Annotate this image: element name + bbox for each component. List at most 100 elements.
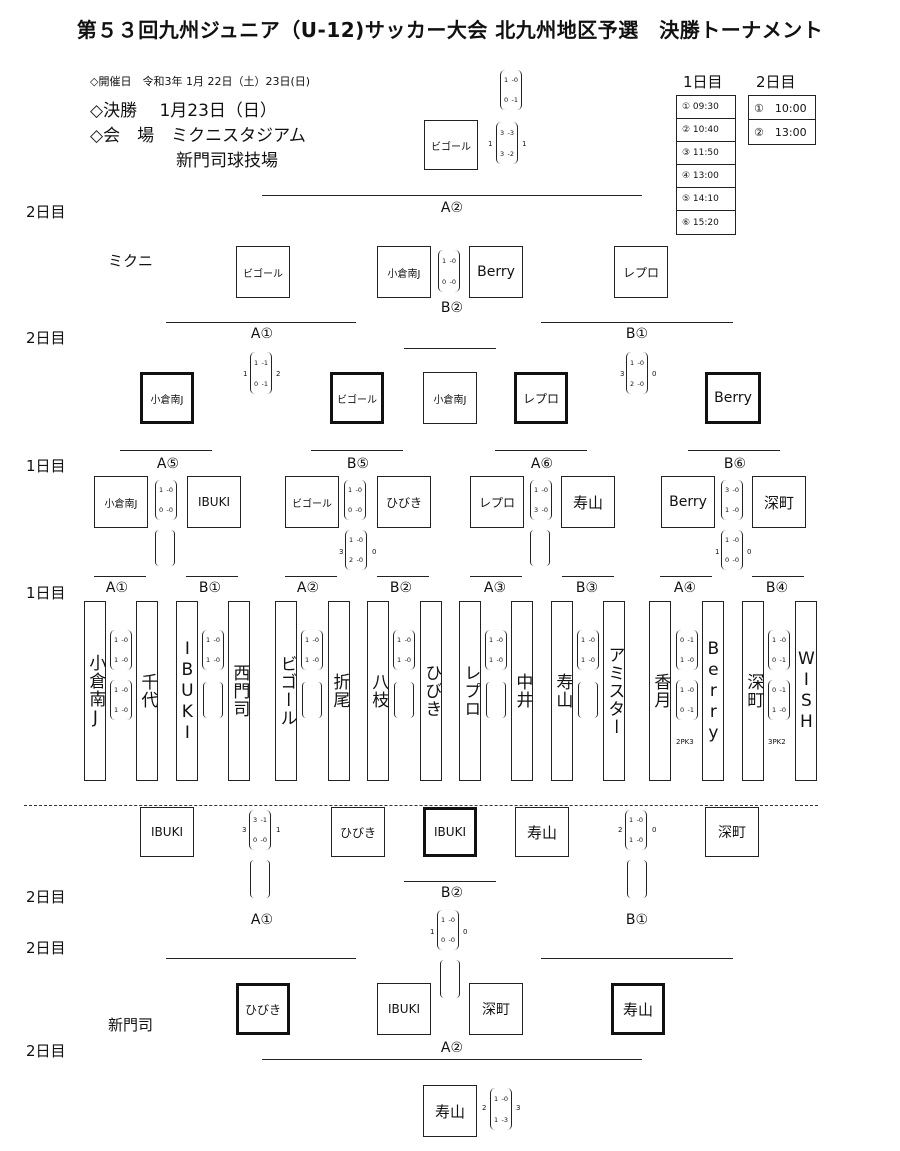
bracket-line	[120, 450, 212, 451]
team-box: ひびき	[236, 983, 290, 1035]
match-label: B⑥	[723, 456, 747, 472]
score-right: 0	[747, 548, 752, 556]
score-right: 1	[276, 826, 281, 834]
team-box-vertical: Berry	[702, 601, 724, 781]
pk-bracket: 3-3 3-2	[496, 122, 518, 164]
match-label: A①	[105, 580, 129, 596]
score-right: 0	[652, 826, 657, 834]
bracket-line	[404, 881, 496, 882]
match-label: A⑤	[156, 456, 180, 472]
bracket-line	[660, 576, 712, 577]
pk-result: 2PK3	[676, 738, 694, 746]
bracket-line	[562, 576, 614, 577]
day-label: 2日目	[26, 888, 66, 906]
team-box-vertical: 千代	[136, 601, 158, 781]
bracket-line	[470, 576, 522, 577]
empty-bracket	[440, 960, 460, 998]
schedule-day2-table: ① 10:00 ② 13:00	[748, 95, 816, 145]
empty-bracket	[486, 682, 506, 718]
team-box-vertical: 香月	[649, 601, 671, 781]
team-box: ひびき	[331, 807, 385, 857]
match-label: A③	[483, 580, 507, 596]
schedule-day1-header: 1日目	[683, 73, 723, 91]
team-box-vertical: IBUKI	[176, 601, 198, 781]
score-bracket: 1-0 0-0	[438, 250, 460, 292]
team-box: IBUKI	[423, 807, 477, 857]
team-box-vertical: 折尾	[328, 601, 350, 781]
day-label: 2日目	[26, 939, 66, 957]
match-label: A⑥	[530, 456, 554, 472]
bracket-line	[752, 576, 804, 577]
match-label: A②	[440, 200, 464, 216]
score-bracket: 1-0 2-0	[626, 352, 648, 394]
score-left: 2	[482, 1104, 487, 1112]
match-label: A①	[250, 326, 274, 342]
venue-label: ◇会 場 ミクニスタジアム	[90, 126, 306, 146]
score-bracket: 1-0 0-1	[500, 70, 522, 110]
team-box: 深町	[469, 983, 523, 1035]
team-box: 深町	[752, 476, 806, 528]
team-box-vertical: 西門司	[228, 601, 250, 781]
team-box: ひびき	[377, 476, 431, 528]
team-box: 小倉南J	[377, 246, 431, 298]
day-label: 2日目	[26, 1042, 66, 1060]
bracket-line	[495, 450, 587, 451]
empty-bracket	[394, 682, 414, 718]
empty-bracket	[578, 682, 598, 718]
match-label: A④	[673, 580, 697, 596]
final-team-box: 寿山	[423, 1085, 477, 1137]
empty-bracket	[302, 682, 322, 718]
venue-shinmoji: 新門司	[108, 1016, 154, 1034]
team-box-vertical: レプロ	[459, 601, 481, 781]
match-label: A②	[440, 1040, 464, 1056]
team-box: ビゴール	[330, 372, 384, 424]
team-box: Berry	[661, 476, 715, 528]
bracket-line	[541, 322, 733, 323]
day-label: 1日目	[26, 457, 66, 475]
team-box: 深町	[705, 807, 759, 857]
match-label: B①	[625, 326, 649, 342]
score-left: 3	[620, 370, 625, 378]
team-box-vertical: 小倉南J	[84, 601, 106, 781]
schedule-slot: ⑤ 14:10	[677, 188, 735, 211]
bracket-line	[285, 576, 337, 577]
team-box: 寿山	[515, 807, 569, 857]
team-box-vertical: 寿山	[551, 601, 573, 781]
dates-info: ◇開催日 令和3年 1月 22日（土）23日(日)	[90, 75, 311, 88]
schedule-slot: ④ 13:00	[677, 165, 735, 188]
match-label: B⑤	[346, 456, 370, 472]
team-box: ビゴール	[236, 246, 290, 298]
team-box: 寿山	[561, 476, 615, 528]
pk-result: 3PK2	[768, 738, 786, 746]
day-label: 2日目	[26, 329, 66, 347]
team-box: IBUKI	[377, 983, 431, 1035]
empty-bracket	[250, 860, 270, 898]
match-label: B①	[625, 912, 649, 928]
match-label: B②	[440, 885, 464, 901]
match-label: A②	[296, 580, 320, 596]
team-box: 小倉南J	[94, 476, 148, 528]
score-left: 1	[243, 370, 248, 378]
score-left: 3	[242, 826, 247, 834]
final-team-box: ビゴール	[424, 120, 478, 170]
bracket-line	[186, 576, 238, 577]
team-box: レプロ	[470, 476, 524, 528]
team-box: ビゴール	[285, 476, 339, 528]
team-box: 小倉南J	[423, 372, 477, 424]
bracket-line	[311, 450, 403, 451]
score-right: 1	[522, 140, 527, 148]
score-right: 0	[463, 928, 468, 936]
bracket-line	[262, 1059, 642, 1060]
